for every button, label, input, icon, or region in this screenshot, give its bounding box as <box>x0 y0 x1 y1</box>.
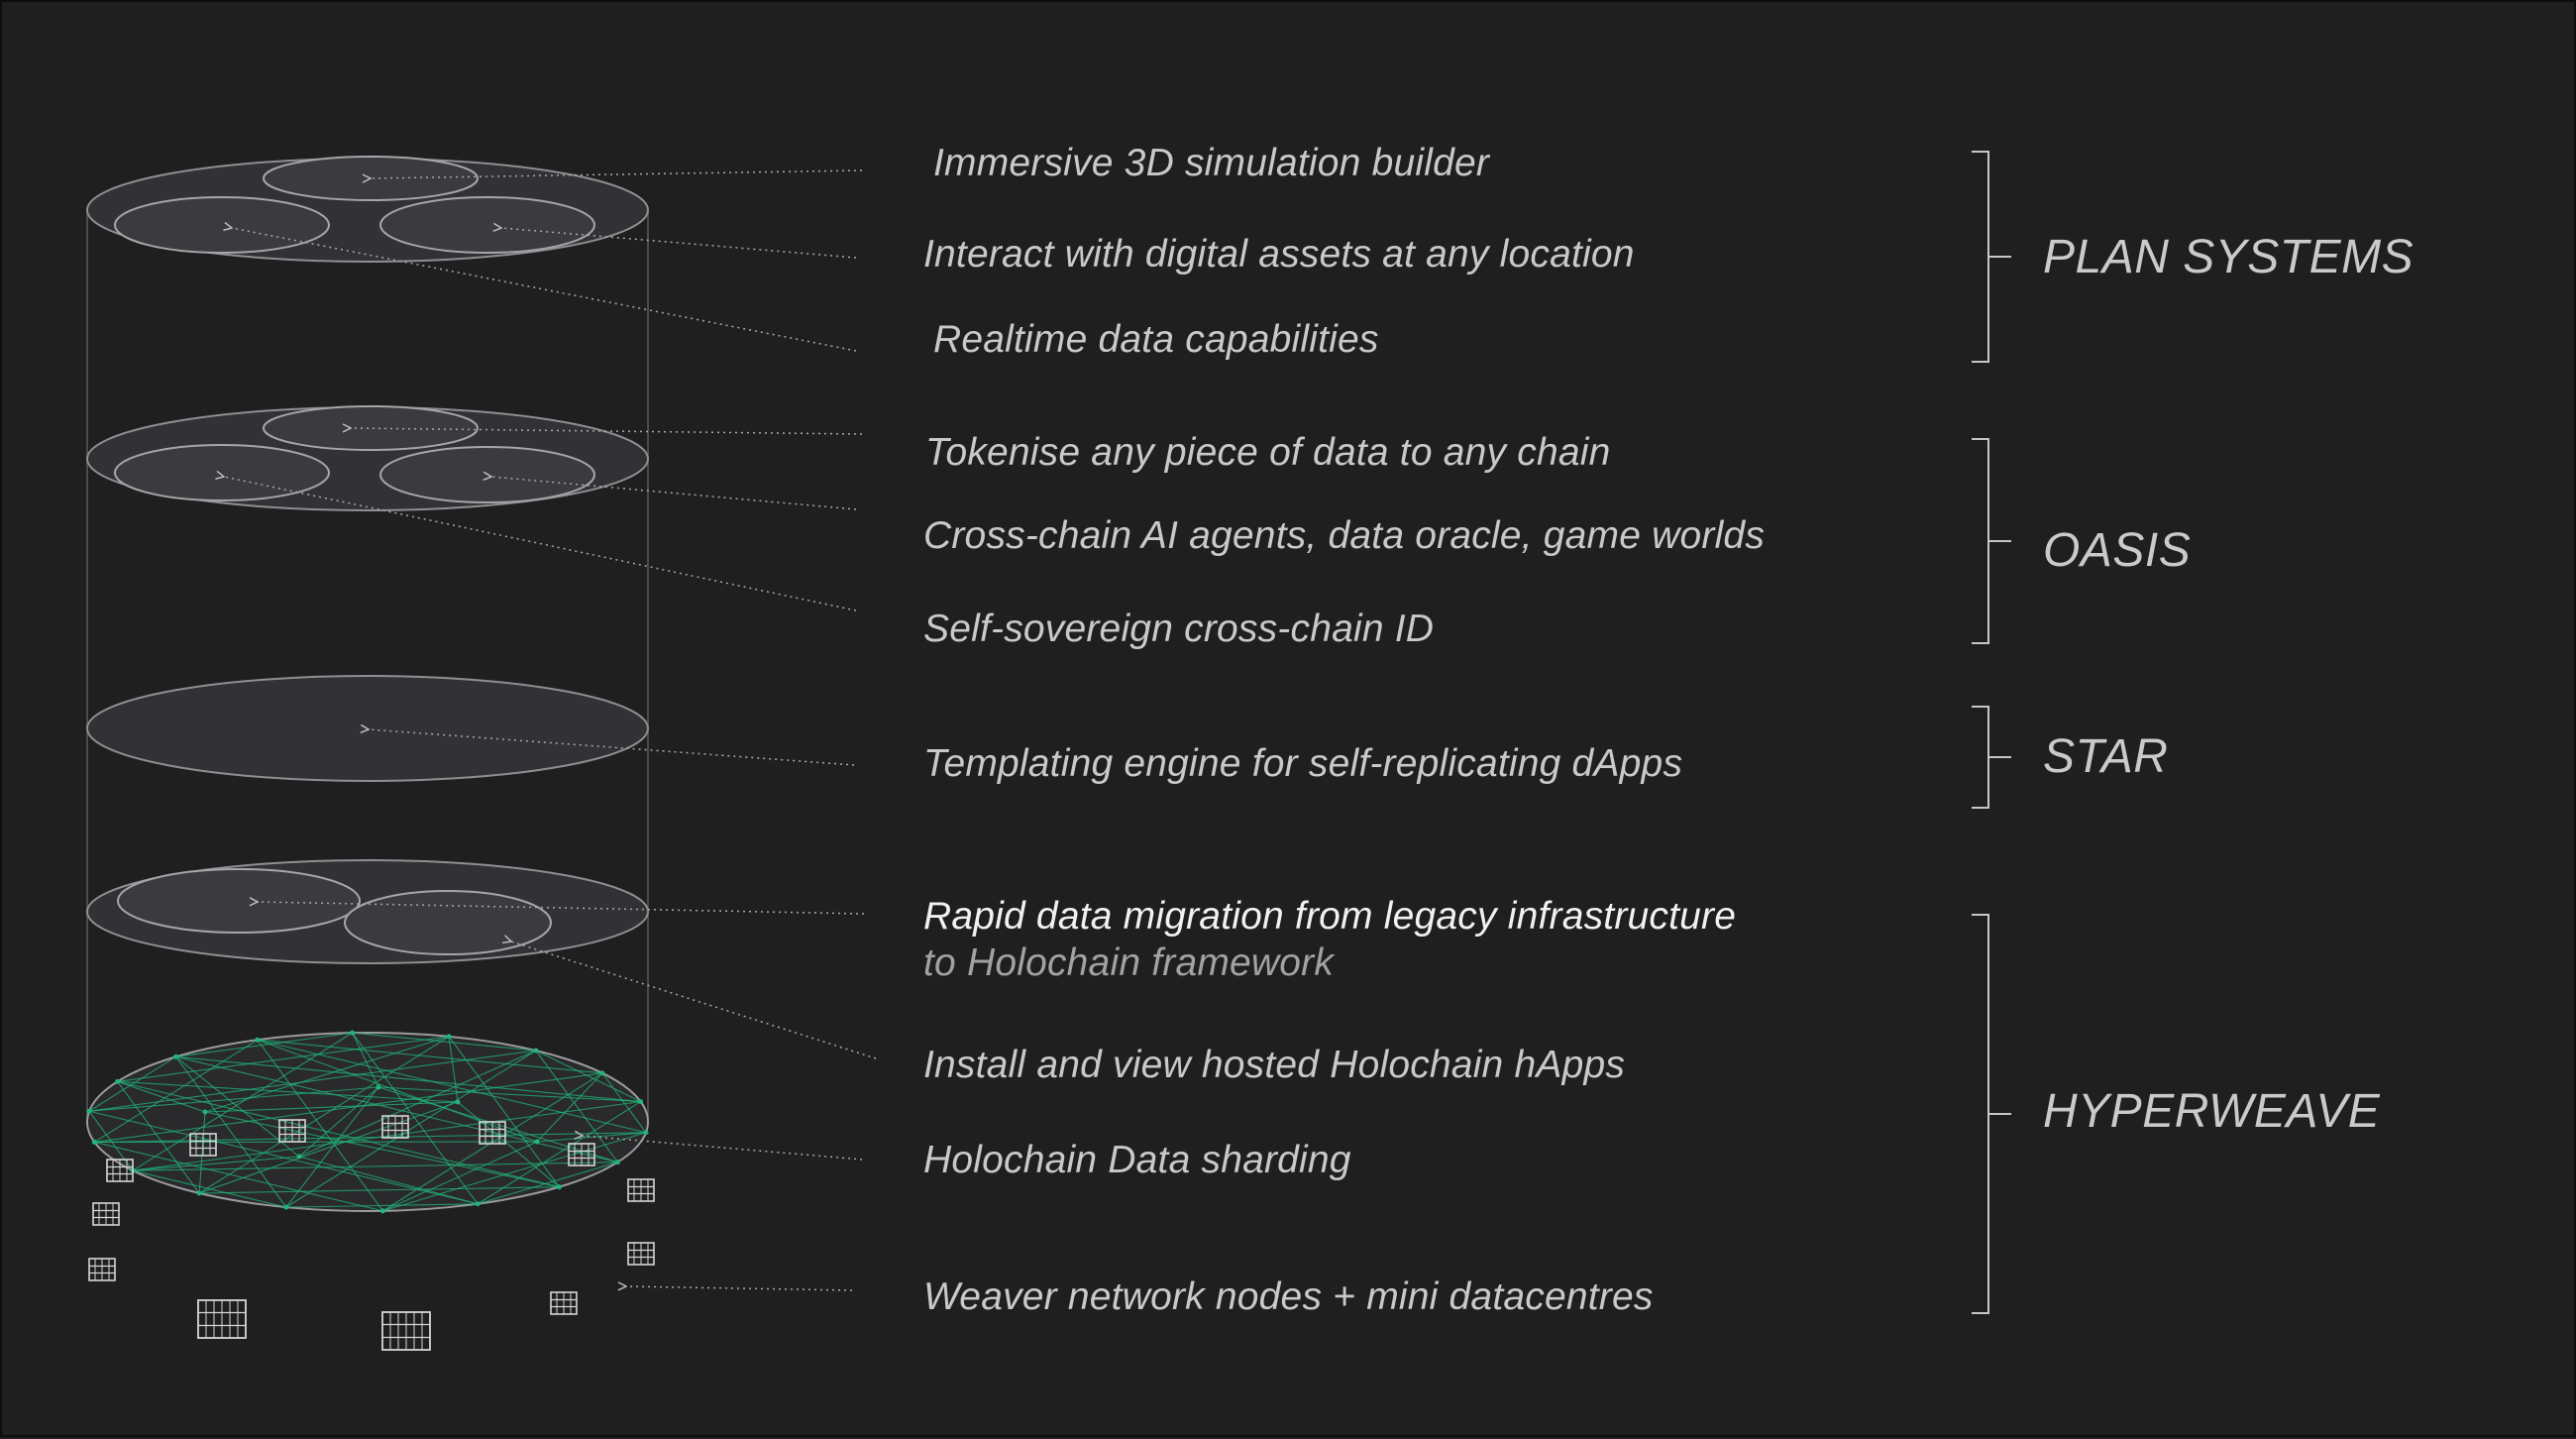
bracket-star <box>1972 706 1989 809</box>
server-rack-icon <box>628 1243 654 1265</box>
mesh-node <box>476 1201 481 1206</box>
bracket-plan-systems <box>1972 151 1989 363</box>
layer-plan-systems <box>87 157 648 262</box>
group-label-hyperweave: HYPERWEAVE <box>2043 1088 2380 1136</box>
group-label-plan-systems: PLAN SYSTEMS <box>2043 234 2414 281</box>
mesh-node <box>615 1160 620 1164</box>
group-label-oasis: OASIS <box>2043 527 2191 575</box>
server-rack-icon <box>551 1292 577 1314</box>
mesh-node <box>456 1100 461 1105</box>
mesh-node <box>638 1099 643 1104</box>
mesh-node <box>380 1208 385 1213</box>
bracket-hyperweave <box>1972 914 1989 1314</box>
layer-hyperweave-upper <box>87 860 648 963</box>
feature-data-migration: Rapid data migration from legacy infrast… <box>923 894 1736 987</box>
feature-hosted-happs: Install and view hosted Holochain hApps <box>923 1043 1625 1089</box>
server-rack-icon <box>198 1300 246 1338</box>
mesh-node <box>203 1110 208 1115</box>
feature-digital-assets: Interact with digital assets at any loca… <box>923 232 1635 278</box>
mesh-node <box>350 1031 355 1036</box>
mesh-node <box>173 1054 178 1059</box>
server-rack-icon <box>93 1203 119 1225</box>
mesh-node <box>87 1109 92 1114</box>
connector-hosted-happs <box>511 941 876 1058</box>
server-rack-icon <box>382 1312 430 1350</box>
server-rack-icon <box>628 1179 654 1201</box>
mesh-node <box>447 1034 452 1039</box>
mesh-node <box>92 1140 97 1145</box>
feature-data-sharding: Holochain Data sharding <box>923 1138 1351 1184</box>
server-rack-icon <box>89 1259 115 1280</box>
bracket-oasis <box>1972 438 1989 644</box>
feature-realtime-data: Realtime data capabilities <box>933 317 1379 364</box>
mesh-node <box>533 1049 538 1053</box>
mesh-node <box>283 1205 288 1210</box>
feature-tokenise: Tokenise any piece of data to any chain <box>925 430 1611 477</box>
group-label-star: STAR <box>2043 733 2168 781</box>
mesh-node <box>535 1140 540 1145</box>
mesh-node <box>376 1085 381 1090</box>
mesh-node <box>255 1038 260 1043</box>
layer-hyperweave-network <box>87 1031 649 1214</box>
feature-cross-chain-ai: Cross-chain AI agents, data oracle, game… <box>923 513 1765 560</box>
feature-data-migration-line1: Rapid data migration from legacy infrast… <box>923 895 1736 938</box>
feature-immersive-3d: Immersive 3D simulation builder <box>933 141 1489 187</box>
feature-self-sovereign-id: Self-sovereign cross-chain ID <box>923 607 1434 653</box>
feature-data-migration-line2: to Holochain framework <box>923 941 1736 987</box>
mesh-node <box>557 1184 562 1189</box>
mesh-node <box>197 1190 202 1195</box>
layer-oasis <box>87 406 648 510</box>
layer-star <box>87 676 648 781</box>
connector-weaver-nodes <box>626 1286 852 1290</box>
mesh-node <box>643 1130 648 1135</box>
mesh-node <box>115 1079 120 1084</box>
mesh-node <box>600 1070 605 1075</box>
feature-templating-engine: Templating engine for self-replicating d… <box>923 741 1682 788</box>
feature-weaver-nodes: Weaver network nodes + mini datacentres <box>923 1274 1654 1321</box>
mesh-node <box>297 1155 302 1160</box>
